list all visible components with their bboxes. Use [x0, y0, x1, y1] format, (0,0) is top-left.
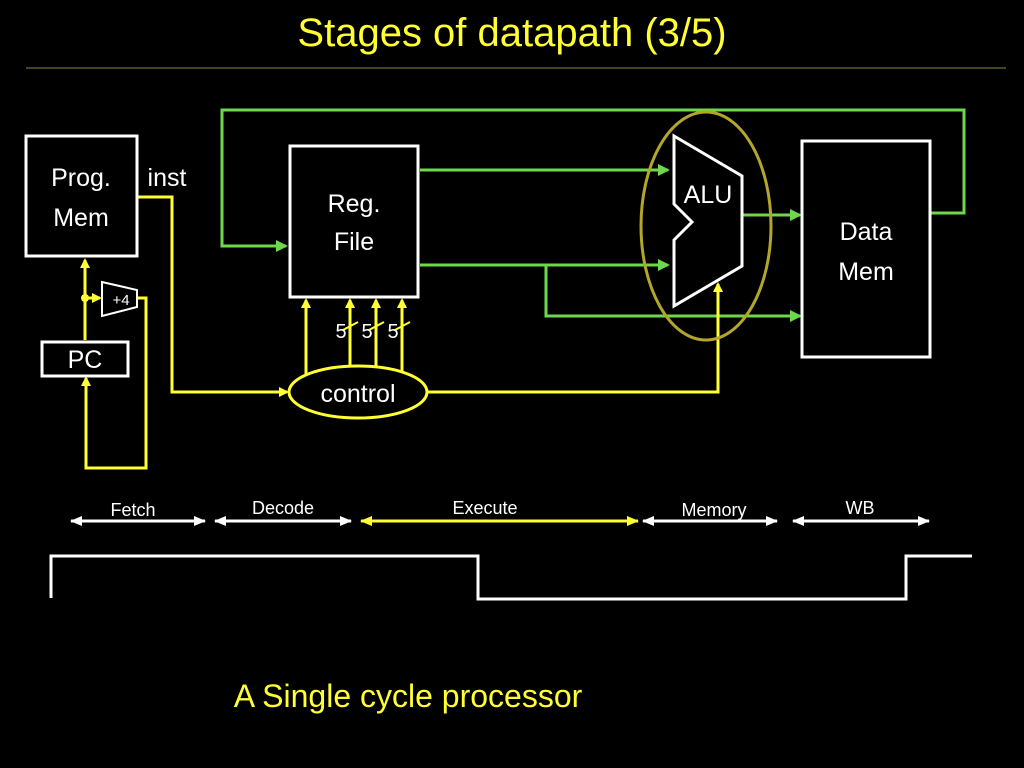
data-mem-label-2: Mem [838, 258, 894, 286]
clock-waveform [49, 554, 972, 601]
alu-label: ALU [684, 181, 733, 209]
reg-file-label-1: Reg. [328, 190, 381, 218]
field-width-3: 5 [387, 321, 398, 343]
pc-label: PC [68, 346, 103, 374]
regfile-to-datamem-wire [544, 265, 802, 322]
slide-caption: A Single cycle processor [234, 678, 583, 714]
bus-slash-1 [342, 321, 359, 331]
pc-register [40, 340, 130, 378]
alu-highlight-ellipse [639, 110, 773, 342]
adder-label: +4 [112, 292, 129, 309]
adder-block [101, 280, 138, 318]
adder-to-pc-wire [81, 296, 148, 470]
inst-to-control-wire [137, 195, 289, 397]
writeback-wire [220, 108, 966, 252]
stage-label-wb: WB [846, 498, 875, 518]
field-width-2: 5 [361, 321, 372, 343]
field-width-1: 5 [335, 321, 346, 343]
stage-label-fetch: Fetch [110, 500, 155, 520]
reg-file-label-2: File [334, 228, 374, 256]
pc-junction-dot [81, 294, 89, 302]
prog-mem-label-1: Prog. [51, 164, 111, 192]
control-to-alu-wire [428, 282, 723, 394]
reg-file-block [288, 144, 420, 299]
stage-label-decode: Decode [252, 498, 314, 518]
bus-slash-3 [394, 321, 411, 331]
inst-label: inst [148, 164, 187, 192]
control-unit [287, 364, 429, 420]
bus-slash-2 [368, 321, 385, 331]
page-title: Stages of datapath (3/5) [297, 11, 726, 55]
stage-label-execute: Execute [452, 498, 517, 518]
control-label: control [320, 380, 395, 408]
stage-label-memory: Memory [681, 500, 746, 520]
prog-mem-block [24, 134, 139, 258]
alu-block [672, 133, 744, 309]
data-mem-label-1: Data [840, 218, 893, 246]
data-mem-block [800, 139, 932, 359]
prog-mem-label-2: Mem [53, 204, 109, 232]
